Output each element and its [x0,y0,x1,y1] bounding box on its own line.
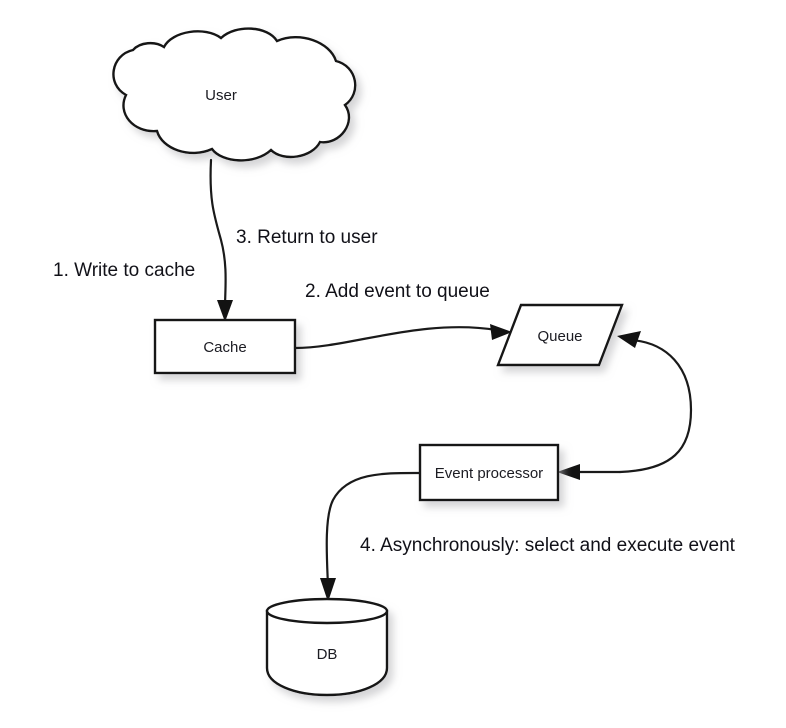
queue-shape [496,303,624,367]
step-label-1: 1. Write to cache [53,260,195,281]
edge-processor-to-queue-path [618,338,693,474]
arrow-head-left-processor [557,464,580,480]
event-processor-shape [418,443,560,502]
cloud-shape [112,27,357,162]
edge-cache-to-queue-path [293,326,499,350]
edge-cache-to-queue [293,324,512,350]
arrow-head-left-queue [617,331,641,348]
node-db-label: DB [317,646,338,663]
edge-queue-to-processor [557,464,622,480]
step-label-4: 4. Asynchronously: select and execute ev… [360,535,736,556]
node-queue-label: Queue [537,328,582,345]
edge-user-to-cache-path [209,158,227,310]
node-cache[interactable]: Cache [153,318,297,375]
edge-processor-to-db-path [325,471,421,588]
node-event-processor[interactable]: Event processor [418,443,560,502]
cache-shape [153,318,297,375]
node-user[interactable]: User [112,27,357,162]
db-cylinder-body [265,609,389,697]
step-label-3: 3. Return to user [236,227,378,248]
node-cache-label: Cache [203,339,246,356]
node-queue[interactable]: Queue [496,303,624,367]
arrow-head-right-queue [490,324,512,340]
step-label-2: 2. Add event to queue [305,281,490,302]
node-db[interactable]: DB [265,597,389,697]
arrow-head-down-db [320,578,336,602]
edge-processor-to-db [320,471,421,602]
db-cylinder-top [265,597,389,625]
edge-processor-to-queue [617,331,693,474]
node-user-label: User [205,87,237,104]
arrow-head-down-cache [217,300,233,322]
edge-user-to-cache [209,158,233,322]
node-event-processor-label: Event processor [435,465,543,482]
